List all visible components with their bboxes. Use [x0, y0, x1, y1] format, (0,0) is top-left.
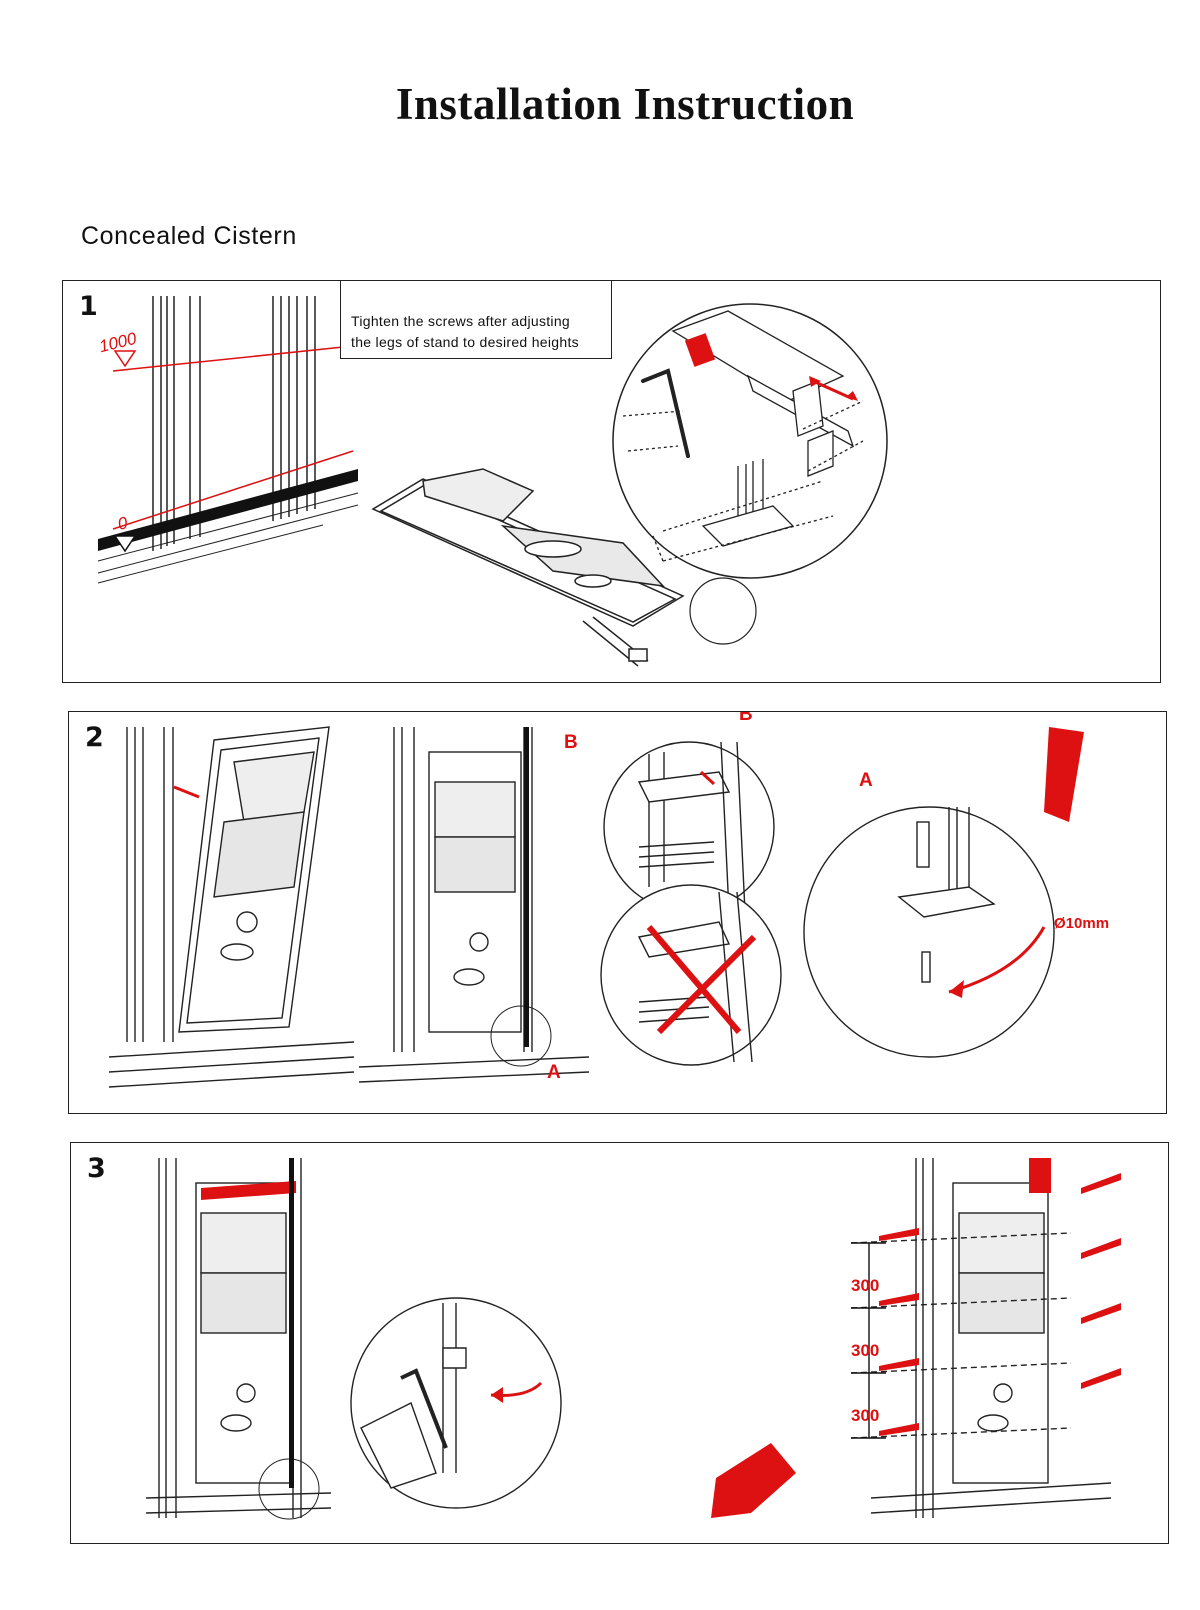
height-marker-top-icon — [113, 350, 137, 368]
step-1-illustration — [97, 296, 888, 667]
detail-a-drilling — [803, 806, 1055, 1058]
top-highlight — [1029, 1158, 1051, 1193]
floor-lines — [97, 492, 359, 584]
label-a-center: A — [547, 1062, 561, 1083]
top-bar-highlight — [201, 1181, 296, 1200]
drill-diameter-label: Ø10mm — [1054, 915, 1110, 932]
step-1-note: Tighten the screws after adjusting the l… — [340, 281, 612, 359]
step-number: 3 — [87, 1153, 106, 1184]
spacing-label-1: 300 — [851, 1276, 880, 1295]
lift-arrow-icon — [173, 785, 200, 799]
adjust-arrow-icon — [812, 379, 854, 401]
step-2-illustration — [108, 726, 1084, 1088]
installed-frame-icon — [358, 727, 590, 1083]
height-marker-floor-icon — [113, 535, 137, 553]
document-subtitle: Concealed Cistern — [81, 222, 297, 250]
spacing-label-2: 300 — [851, 1341, 880, 1360]
spacing-dimension-lines — [851, 1242, 886, 1439]
wrong-cross-icon — [646, 925, 742, 1034]
cistern-frame-icon — [371, 468, 757, 667]
step-number: 2 — [85, 722, 104, 753]
drill-icon — [1044, 727, 1084, 822]
label-b-detail: B — [739, 711, 753, 725]
label-b-center: B — [564, 732, 578, 753]
frame-tightened-icon — [145, 1158, 332, 1520]
step-3-illustration — [145, 1158, 1121, 1520]
tilted-frame-icon — [108, 726, 355, 1088]
note-line-1: Tighten the screws after adjusting — [351, 313, 571, 329]
check-arrow-icon — [699, 770, 716, 786]
document-title: Installation Instruction — [395, 79, 855, 129]
detail-zoom-circle — [612, 303, 888, 579]
screws-icon — [879, 1173, 1121, 1436]
spacing-label-3: 300 — [851, 1406, 880, 1425]
label-a-detail: A — [859, 770, 873, 791]
step-2-panel: 2 — [68, 711, 1167, 1114]
step-1-panel: 1 — [62, 280, 1161, 683]
wall-studs — [152, 296, 316, 551]
floor-beam — [98, 469, 358, 551]
note-line-2: the legs of stand to desired heights — [351, 334, 579, 350]
step-3-panel: 3 — [70, 1142, 1169, 1544]
step-number: 1 — [79, 291, 98, 322]
height-line-top — [112, 345, 354, 372]
frame-fixed-icon — [850, 1158, 1112, 1518]
height-line-floor — [112, 450, 354, 530]
insert-anchor-arrow-icon — [948, 926, 1046, 994]
screwdriver-drill-icon — [711, 1443, 796, 1518]
wrench-detail-circle — [350, 1297, 562, 1509]
